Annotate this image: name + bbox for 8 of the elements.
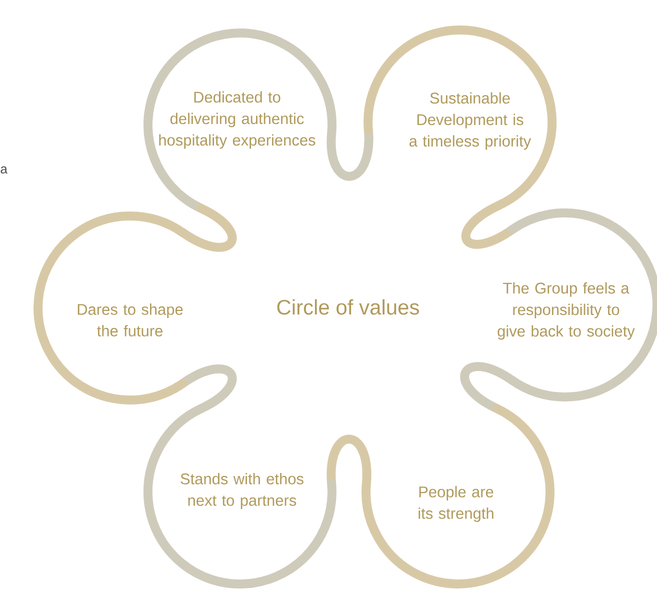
text-fragment: a bbox=[0, 166, 8, 174]
value-text: The Group feels a responsibility to give back to society bbox=[498, 282, 635, 340]
value-text: Sustainable Development is a timeless priority bbox=[410, 92, 532, 150]
value-text: Dares to shape the future bbox=[78, 304, 183, 336]
title: Circle of values bbox=[277, 299, 419, 315]
value-text: Stands with ethos next to partners bbox=[180, 473, 304, 509]
value-text: Dedicated to delivering authentic hospitality experiences bbox=[159, 91, 316, 149]
value-text: People are its strength bbox=[418, 486, 494, 522]
